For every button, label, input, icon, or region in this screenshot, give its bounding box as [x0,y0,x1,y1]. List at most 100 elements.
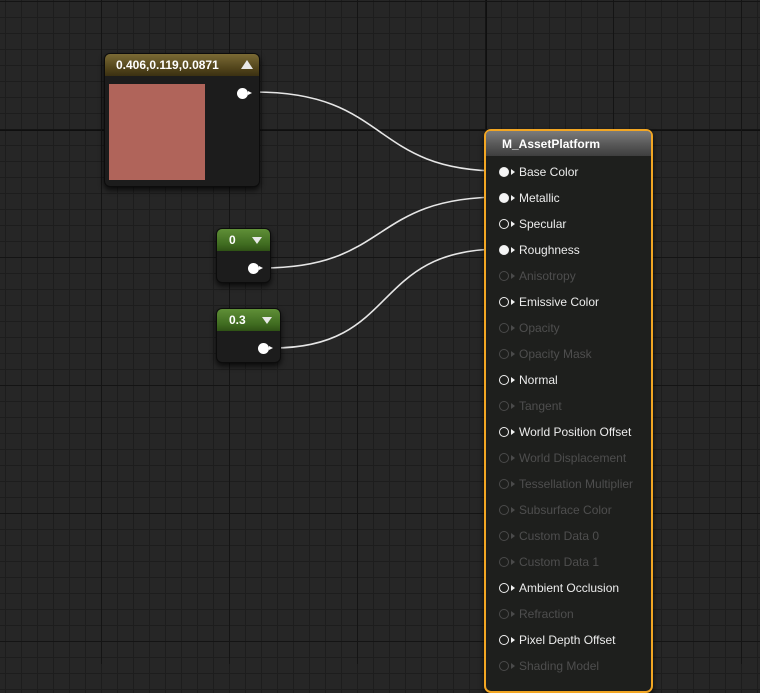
pin-label: Emissive Color [519,295,600,309]
pin-arrow-icon [248,91,252,95]
pin-filled-circle-icon[interactable] [499,193,509,203]
pin-label: Opacity Mask [519,347,592,361]
material-pin-row: Custom Data 1 [486,549,651,575]
pin-label: Anisotropy [519,269,576,283]
pin-hollow-circle-icon[interactable] [499,427,509,437]
pin-arrow-icon [511,273,515,279]
pin-label: Custom Data 1 [519,555,600,569]
pin-arrow-icon [269,346,273,350]
pin-arrow-icon [511,325,515,331]
scalar-output-pin[interactable] [248,263,263,274]
pin-hollow-circle-icon [499,271,509,281]
pin-hollow-circle-icon[interactable] [499,635,509,645]
pin-hollow-circle-icon [499,401,509,411]
material-pin-row: Opacity [486,315,651,341]
pin-dot-icon [258,343,269,354]
material-pin-row[interactable]: Emissive Color [486,289,651,315]
material-pin-row[interactable]: Roughness [486,237,651,263]
pin-label: Shading Model [519,659,600,673]
material-pin-row: Refraction [486,601,651,627]
pin-dot-icon [248,263,259,274]
pin-arrow-icon [511,169,515,175]
pin-label: Roughness [519,243,580,257]
scalar-node-header[interactable]: 0.3 [217,309,280,331]
pin-dot-icon [237,88,248,99]
pin-hollow-circle-icon [499,557,509,567]
pin-label: World Displacement [519,451,627,465]
color-swatch [109,84,205,180]
pin-label: Base Color [519,165,579,179]
pin-hollow-circle-icon [499,609,509,619]
material-pin-row: World Displacement [486,445,651,471]
pin-label: Normal [519,373,558,387]
color-node-header[interactable]: 0.406,0.119,0.0871 [105,54,259,76]
pin-hollow-circle-icon[interactable] [499,297,509,307]
pin-arrow-icon [511,637,515,643]
pin-hollow-circle-icon[interactable] [499,219,509,229]
triangle-up-icon[interactable] [241,60,253,69]
material-pin-row: Custom Data 0 [486,523,651,549]
material-pin-row: Opacity Mask [486,341,651,367]
pin-arrow-icon [511,195,515,201]
material-pin-row: Anisotropy [486,263,651,289]
wire-metallic [262,196,502,269]
pin-hollow-circle-icon[interactable] [499,583,509,593]
pin-arrow-icon [511,455,515,461]
material-pin-row[interactable]: Base Color [486,159,651,185]
pin-arrow-icon [511,351,515,357]
scalar-node-metallic[interactable]: 0 [216,228,271,283]
pin-arrow-icon [511,403,515,409]
triangle-down-icon[interactable] [262,317,272,324]
wire-base-color [254,91,502,172]
pin-arrow-icon [511,611,515,617]
pin-label: Metallic [519,191,560,205]
pin-filled-circle-icon[interactable] [499,245,509,255]
pin-arrow-icon [259,266,263,270]
material-pin-row[interactable]: Pixel Depth Offset [486,627,651,653]
material-pin-row[interactable]: World Position Offset [486,419,651,445]
scalar-node-header[interactable]: 0 [217,229,270,251]
pin-hollow-circle-icon [499,479,509,489]
triangle-down-icon[interactable] [252,237,262,244]
pin-hollow-circle-icon[interactable] [499,375,509,385]
pin-label: Pixel Depth Offset [519,633,616,647]
pin-label: Tangent [519,399,562,413]
pin-arrow-icon [511,559,515,565]
pin-label: Ambient Occlusion [519,581,620,595]
scalar-output-pin[interactable] [258,343,273,354]
material-pin-row: Subsurface Color [486,497,651,523]
scalar-node-value: 0.3 [229,313,246,327]
wire-roughness [272,248,502,349]
pin-arrow-icon [511,533,515,539]
material-pin-row: Shading Model [486,653,651,679]
pin-hollow-circle-icon [499,505,509,515]
pin-filled-circle-icon[interactable] [499,167,509,177]
pin-hollow-circle-icon [499,323,509,333]
pin-label: Refraction [519,607,574,621]
color-constant-node[interactable]: 0.406,0.119,0.0871 [104,53,260,187]
pin-hollow-circle-icon [499,661,509,671]
color-node-title: 0.406,0.119,0.0871 [116,58,219,72]
pin-label: Subsurface Color [519,503,612,517]
material-pin-row: Tessellation Multiplier [486,471,651,497]
pin-label: World Position Offset [519,425,632,439]
pin-arrow-icon [511,481,515,487]
material-pin-row[interactable]: Normal [486,367,651,393]
material-pin-row: Tangent [486,393,651,419]
pin-arrow-icon [511,247,515,253]
color-output-pin[interactable] [237,88,252,99]
pin-label: Opacity [519,321,560,335]
pin-hollow-circle-icon [499,453,509,463]
pin-arrow-icon [511,299,515,305]
pin-arrow-icon [511,221,515,227]
pin-hollow-circle-icon [499,349,509,359]
material-pin-row[interactable]: Specular [486,211,651,237]
pin-label: Tessellation Multiplier [519,477,634,491]
material-pin-row[interactable]: Ambient Occlusion [486,575,651,601]
pin-label: Specular [519,217,567,231]
scalar-node-roughness[interactable]: 0.3 [216,308,281,363]
material-pin-row[interactable]: Metallic [486,185,651,211]
material-node-header[interactable]: M_AssetPlatform [486,131,651,156]
pin-arrow-icon [511,585,515,591]
